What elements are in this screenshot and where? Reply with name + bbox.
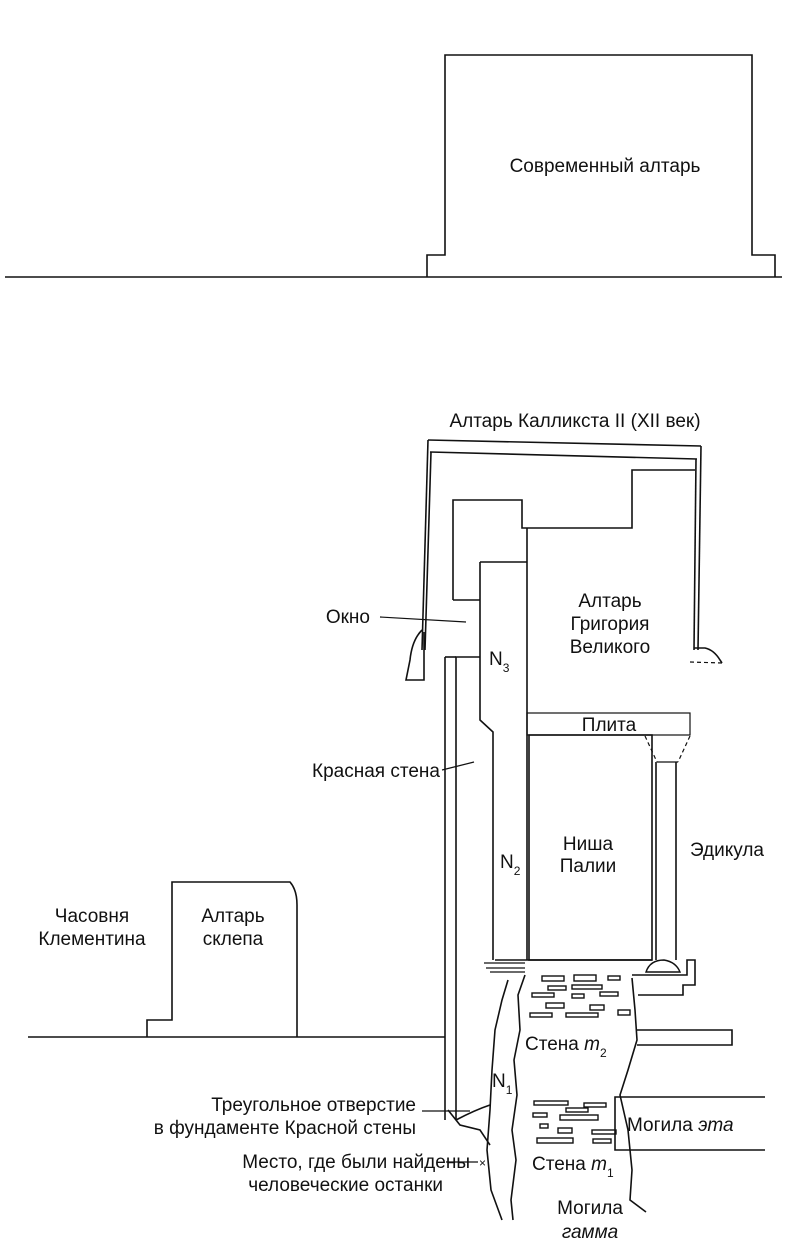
triangular-hole-label-1: Треугольное отверстие	[211, 1095, 416, 1116]
n3-column	[453, 561, 527, 960]
red-wall-outline	[455, 656, 480, 1120]
niche-base	[495, 959, 696, 996]
tomb-gamma-italic-label: гамма	[562, 1222, 618, 1243]
triangular-hole	[447, 1104, 491, 1146]
left-foot	[405, 629, 425, 681]
crypt-altar-outline	[146, 881, 298, 1037]
callixtus-altar-label: Алтарь Калликста II (XII век)	[449, 411, 700, 432]
right-foot	[694, 647, 723, 664]
gregory-altar-label-2: Григория	[571, 614, 650, 635]
niche-label-1: Ниша	[563, 834, 614, 855]
window-label: Окно	[326, 607, 370, 628]
wall-m-right-edge	[619, 977, 647, 1213]
gregory-altar-outline	[452, 469, 695, 600]
wall-m2-ledge	[637, 1029, 733, 1046]
modern-altar: Современный алтарь	[5, 54, 782, 278]
n1-label: N1	[492, 1071, 513, 1097]
window-leader	[379, 616, 467, 623]
modern-altar-label: Современный алтарь	[510, 156, 701, 177]
edicule-label: Эдикула	[690, 840, 764, 861]
wall-n1-right-edge	[510, 974, 526, 1221]
tomb-eta-outline	[614, 1096, 765, 1151]
red-wall-leader	[441, 761, 475, 771]
wall-m1-label: Стена m1	[532, 1154, 614, 1180]
red-wall-label: Красная стена	[312, 761, 440, 782]
gregory-altar-label-3: Великого	[570, 637, 650, 658]
wall-n1-left-edge	[486, 979, 509, 1221]
remains-marker-icon: ×	[479, 1156, 486, 1170]
tomb-gamma-label: Могила	[557, 1198, 623, 1219]
chapel-label-1: Часовня	[55, 906, 129, 927]
wall-m1-stones	[532, 1100, 617, 1144]
wall-m2-stones	[529, 974, 631, 1018]
callixtus-altar: Алтарь Калликста II (XII век)	[405, 411, 723, 681]
crypt-altar-label-1: Алтарь	[201, 906, 264, 927]
triangular-hole-label-2: в фундаменте Красной стены	[154, 1118, 416, 1139]
edicule-column	[644, 735, 691, 973]
chapel-label-2: Клементина	[38, 929, 146, 950]
n3-label: N3	[489, 649, 510, 675]
n2-label: N2	[500, 852, 521, 878]
remains-label-2: человеческие останки	[248, 1175, 443, 1196]
niche-label-2: Палии	[560, 856, 617, 877]
tomb-eta-label: Могила эта	[627, 1115, 734, 1136]
crypt-altar-label-2: склепа	[203, 929, 264, 950]
base-hatching	[484, 962, 525, 973]
gregory-altar-label-1: Алтарь	[578, 591, 641, 612]
wall-m2-label: Стена m2	[525, 1034, 607, 1060]
plita-label: Плита	[582, 715, 637, 736]
remains-label-1: Место, где были найдены	[242, 1152, 470, 1173]
modern-altar-outline	[426, 54, 776, 277]
